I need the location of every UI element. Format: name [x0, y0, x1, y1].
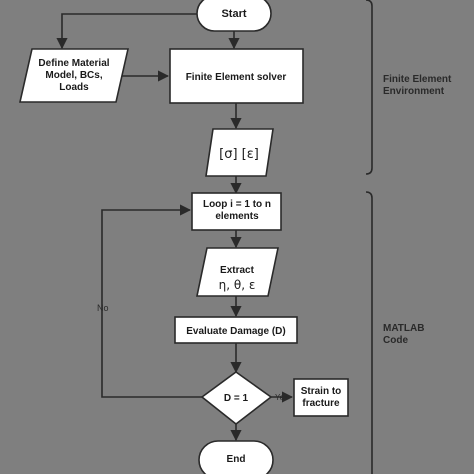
matlab-code-bracket: [365, 191, 373, 474]
stress-strain-label: [σ] [ε]: [219, 147, 259, 162]
start-to-define-arrow: [56, 13, 197, 50]
stress-strain-node: [σ] [ε]: [205, 128, 274, 177]
loop-label-line2: elements: [215, 211, 259, 222]
fe-environment-label-line2: Environment: [383, 86, 445, 97]
start-node: Start: [196, 0, 272, 32]
evaluate-damage-node: Evaluate Damage (D): [174, 316, 298, 344]
strain-label-line2: fracture: [302, 398, 340, 409]
define-material-label-line1: Define Material: [38, 58, 109, 69]
start-label: Start: [221, 8, 246, 20]
loop-node: Loop i = 1 to n elements: [191, 192, 282, 231]
fe-environment-label-line1: Finite Element: [383, 74, 452, 85]
decision-node: D = 1: [200, 371, 273, 426]
yes-edge-label: Yes: [275, 393, 288, 402]
end-node: End: [198, 440, 274, 474]
define-material-label-line3: Loads: [59, 82, 89, 93]
end-label: End: [227, 454, 246, 465]
matlab-code-label-line2: Code: [383, 335, 408, 346]
extract-label-line1: Extract: [220, 265, 255, 276]
no-loop-back-arrow: [101, 204, 202, 398]
define-material-node: Define Material Model, BCs, Loads: [18, 48, 130, 103]
matlab-code-label-line1: MATLAB: [383, 323, 424, 334]
fe-solver-node: Finite Element solver: [169, 48, 304, 104]
define-material-label-line2: Model, BCs,: [45, 70, 102, 81]
fe-solver-label: Finite Element solver: [186, 72, 287, 83]
strain-label-line1: Strain to: [301, 386, 342, 397]
evaluate-damage-label: Evaluate Damage (D): [186, 326, 285, 337]
fe-environment-bracket: [365, 0, 373, 175]
extract-node: Extract η, θ, ε: [196, 247, 279, 297]
decision-label: D = 1: [224, 393, 249, 404]
loop-label-line1: Loop i = 1 to n: [203, 199, 271, 210]
no-edge-label: No: [97, 303, 109, 313]
extract-label-line2: η, θ, ε: [219, 278, 256, 292]
strain-to-fracture-node: Strain to fracture: [293, 378, 349, 417]
